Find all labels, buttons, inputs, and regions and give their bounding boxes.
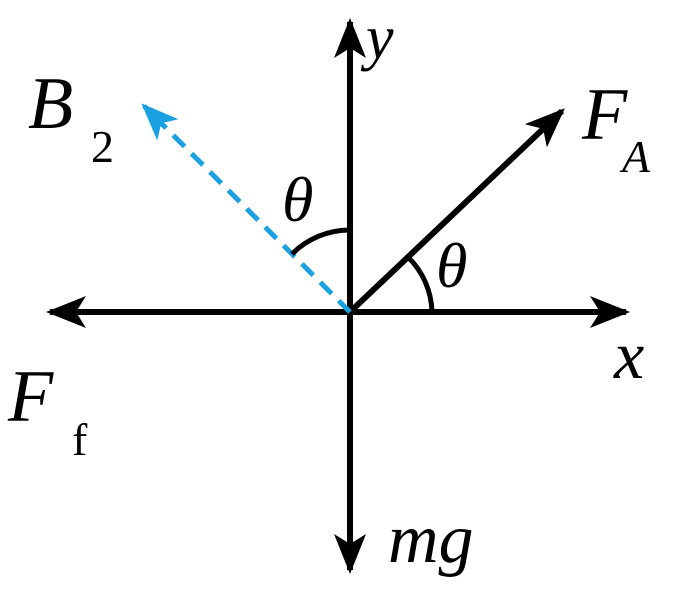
force-a-subscript: A bbox=[619, 131, 651, 182]
force-a-label: F bbox=[581, 74, 628, 156]
x-axis-label: x bbox=[613, 317, 644, 393]
angle-right-label: θ bbox=[436, 230, 467, 301]
y-axis-label: y bbox=[360, 4, 394, 72]
angle-arc-right bbox=[406, 255, 435, 313]
field-b-subscript: 2 bbox=[91, 121, 114, 172]
field-b2-arrow bbox=[141, 103, 352, 314]
angle-arc-upper bbox=[290, 227, 351, 256]
friction-subscript: f bbox=[72, 414, 88, 465]
ampere-force-arrow bbox=[347, 108, 565, 315]
friction-label: F bbox=[7, 356, 54, 438]
field-b-label: B bbox=[28, 63, 73, 145]
weight-label: mg bbox=[388, 501, 474, 578]
angle-upper-label: θ bbox=[282, 164, 313, 235]
